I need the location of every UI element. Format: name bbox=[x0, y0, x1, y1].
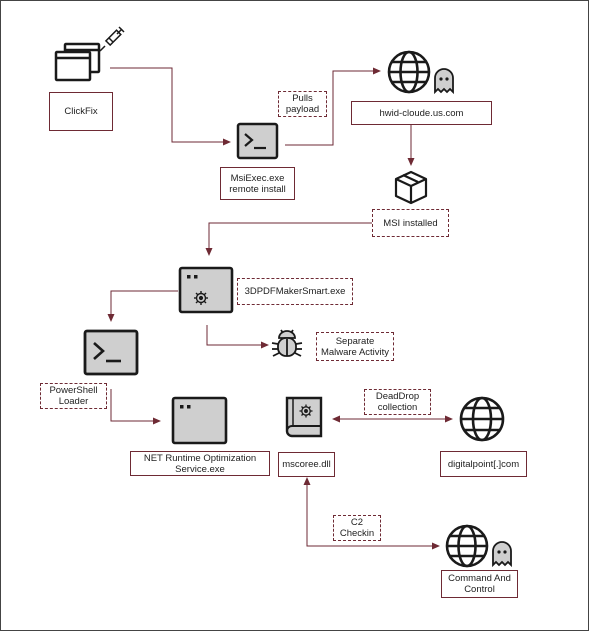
edge-pdfmaker-powershell bbox=[107, 290, 178, 322]
app-window-icon bbox=[178, 266, 234, 314]
book-virus-icon bbox=[285, 396, 323, 438]
edge-mscoree-c2 bbox=[303, 477, 440, 550]
bug-icon bbox=[271, 329, 303, 357]
virus-gear-icon bbox=[194, 291, 208, 305]
edge-clickfix-msiexec bbox=[110, 67, 231, 146]
node-separate-malware: Separate Malware Activity bbox=[316, 332, 394, 361]
app-window-icon bbox=[171, 396, 228, 445]
edge-msi-pdfmaker bbox=[205, 222, 372, 256]
ghost-icon bbox=[492, 541, 512, 568]
syringe-icon bbox=[99, 26, 125, 52]
edge-pdfmaker-bug bbox=[206, 325, 269, 349]
node-clickfix: ClickFix bbox=[49, 92, 113, 131]
globe-icon bbox=[459, 396, 505, 442]
package-icon bbox=[394, 170, 428, 205]
edge-label-deaddrop: DeadDrop collection bbox=[364, 389, 431, 415]
node-digitalpoint: digitalpoint[.]com bbox=[440, 451, 527, 477]
node-pdfmaker: 3DPDFMakerSmart.exe bbox=[237, 278, 353, 305]
node-hwid: hwid-cloude.us.com bbox=[351, 101, 492, 125]
terminal-icon bbox=[83, 329, 139, 376]
node-mscoree: mscoree.dll bbox=[278, 452, 335, 477]
globe-icon bbox=[387, 50, 431, 94]
node-msiexec: MsiExec.exe remote install bbox=[220, 167, 295, 200]
edge-powershell-net bbox=[110, 389, 161, 425]
edge-msiexec-hwid bbox=[285, 67, 381, 146]
edge-label-c2-checkin: C2 Checkin bbox=[333, 515, 381, 541]
node-net-runtime: NET Runtime Optimization Service.exe bbox=[130, 451, 270, 476]
node-powershell: PowerShell Loader bbox=[40, 383, 107, 409]
node-c2: Command And Control bbox=[441, 570, 518, 598]
node-msi-installed: MSI installed bbox=[372, 209, 449, 237]
edge-label-pulls-payload: Pulls payload bbox=[278, 91, 327, 117]
ghost-icon bbox=[434, 68, 454, 95]
globe-icon bbox=[445, 524, 489, 568]
window-stack-icon bbox=[54, 42, 101, 82]
terminal-icon bbox=[236, 122, 279, 160]
